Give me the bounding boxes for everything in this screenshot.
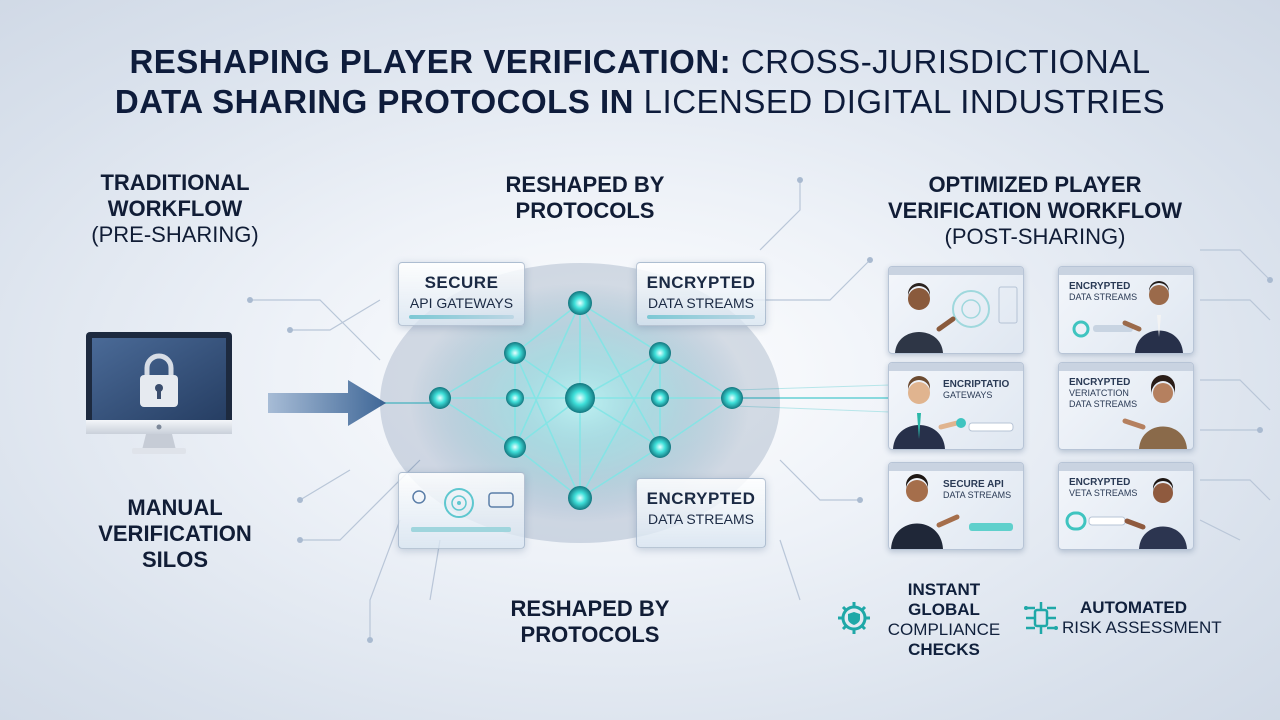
panel-encrypted-data-streams-top: ENCRYPTED DATA STREAMS [636, 262, 766, 326]
panel-encrypted-bottom-l2: DATA STREAMS [647, 511, 755, 527]
right-arrow-icon [268, 380, 386, 426]
feature-automated-risk: AUTOMATED RISK ASSESSMENT [1062, 598, 1238, 638]
workflow-card-1 [888, 266, 1024, 354]
card5-l1: SECURE API [943, 479, 1004, 490]
manual-caption-line2: VERIFICATION [98, 521, 252, 546]
card3-l1: ENCRIPTATIO [943, 379, 1010, 390]
feature1-line1: INSTANT [907, 580, 981, 599]
card4-l1: ENCRYPTED [1069, 377, 1131, 388]
card2-l1: ENCRYPTED [1069, 281, 1131, 292]
panel-encrypted-bottom-l1: ENCRYPTED [646, 489, 756, 508]
padlock-monitor-icon [86, 332, 232, 454]
card6-l2: VETA STREAMS [1069, 488, 1138, 498]
card6-l1: ENCRYPTED [1069, 477, 1131, 488]
reshaped-top-line1: RESHAPED BY [505, 172, 665, 197]
person-avatar [893, 376, 1014, 449]
title-line1-bold: RESHAPING PLAYER VERIFICATION: [129, 43, 732, 80]
panel-dashboard-widget [398, 472, 525, 549]
title-line2-bold: DATA SHARING PROTOCOLS IN [114, 83, 634, 120]
panel-secure-api-gateways: SECURE API GATEWAYS [398, 262, 525, 326]
traditional-heading-line1: TRADITIONAL [100, 170, 250, 195]
card2-l2: DATA STREAMS [1069, 292, 1138, 302]
circuit-chip-icon [1024, 602, 1058, 634]
panel-encrypted-top-l1: ENCRYPTED [646, 273, 756, 292]
person-avatar [895, 283, 1018, 353]
optimized-workflow-heading: OPTIMIZED PLAYER VERIFICATION WORKFLOW (… [850, 172, 1220, 250]
reshaped-heading-bottom: RESHAPED BY PROTOCOLS [470, 596, 710, 648]
person-avatar [1122, 375, 1187, 449]
person-avatar [1072, 281, 1183, 353]
traditional-workflow-heading: TRADITIONAL WORKFLOW (PRE-SHARING) [60, 170, 290, 248]
panel-encrypted-top-l2: DATA STREAMS [647, 295, 755, 311]
feature1-line2: GLOBAL [908, 600, 980, 619]
optimized-heading-line2: VERIFICATION WORKFLOW [887, 198, 1183, 223]
feature1-line3: COMPLIANCE [887, 620, 1001, 639]
manual-verification-caption: MANUAL VERIFICATION SILOS [70, 495, 280, 573]
panel-encrypted-data-streams-bottom: ENCRYPTED DATA STREAMS [636, 478, 766, 548]
page-title: RESHAPING PLAYER VERIFICATION: CROSS-JUR… [0, 42, 1280, 122]
feature2-line2: RISK ASSESSMENT [1062, 618, 1222, 637]
dashboard-widget-icon [411, 488, 514, 532]
card4-l2: VERIATCTION DATA STREAMS [1069, 388, 1138, 409]
feature-instant-compliance: INSTANT GLOBAL COMPLIANCE CHECKS [874, 580, 1014, 660]
panel-secure-l2: API GATEWAYS [409, 295, 514, 311]
gear-shield-icon [838, 602, 870, 634]
optimized-heading-sub: (POST-SHARING) [944, 224, 1126, 249]
card5-l2: DATA STREAMS [943, 490, 1012, 500]
reshaped-bottom-line2: PROTOCOLS [520, 622, 660, 647]
reshaped-heading-top: RESHAPED BY PROTOCOLS [470, 172, 700, 224]
title-line2-thin: LICENSED DIGITAL INDUSTRIES [643, 83, 1166, 120]
optimized-heading-line1: OPTIMIZED PLAYER [928, 172, 1142, 197]
reshaped-bottom-line1: RESHAPED BY [510, 596, 670, 621]
person-avatar [1065, 478, 1187, 549]
traditional-heading-sub: (PRE-SHARING) [91, 222, 259, 247]
feature1-line4: CHECKS [908, 640, 980, 659]
card3-l2: GATEWAYS [943, 390, 993, 400]
reshaped-top-line2: PROTOCOLS [515, 198, 655, 223]
manual-caption-line1: MANUAL [127, 495, 223, 520]
person-avatar [891, 474, 1013, 549]
manual-caption-line3: SILOS [141, 547, 208, 572]
panel-secure-l1: SECURE [424, 273, 499, 292]
title-line1-thin: CROSS-JURISDICTIONAL [740, 43, 1151, 80]
feature2-line1: AUTOMATED [1080, 598, 1188, 617]
traditional-heading-line2: WORKFLOW [107, 196, 243, 221]
